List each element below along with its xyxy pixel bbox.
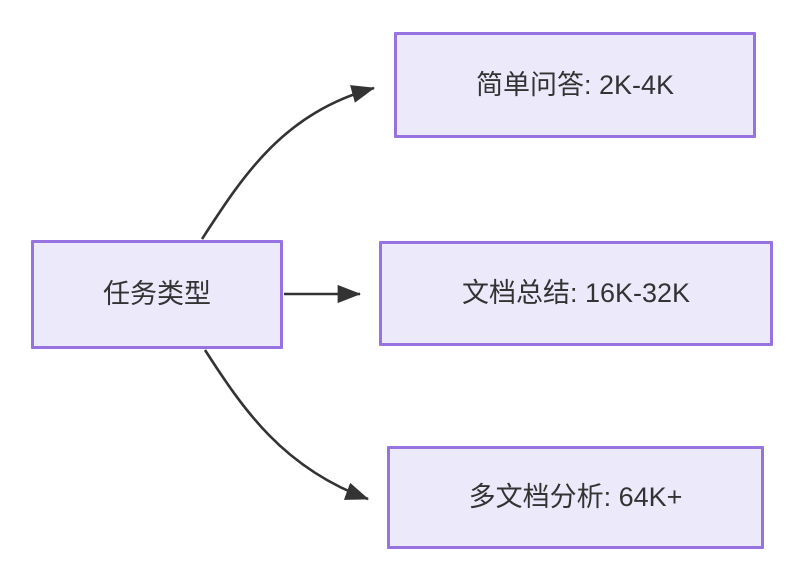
node-task-type[interactable]: 任务类型: [31, 240, 283, 349]
node-label: 多文档分析: 64K+: [468, 482, 683, 513]
edge-source-multi-doc: [203, 349, 369, 501]
node-multi-doc[interactable]: 多文档分析: 64K+: [387, 446, 764, 549]
node-label: 简单问答: 2K-4K: [475, 69, 675, 100]
edge-source-simple-qa: [200, 85, 376, 240]
node-simple-qa[interactable]: 简单问答: 2K-4K: [394, 32, 756, 138]
node-label: 文档总结: 16K-32K: [461, 278, 691, 309]
node-label: 任务类型: [103, 279, 211, 310]
node-doc-summary[interactable]: 文档总结: 16K-32K: [379, 241, 773, 346]
